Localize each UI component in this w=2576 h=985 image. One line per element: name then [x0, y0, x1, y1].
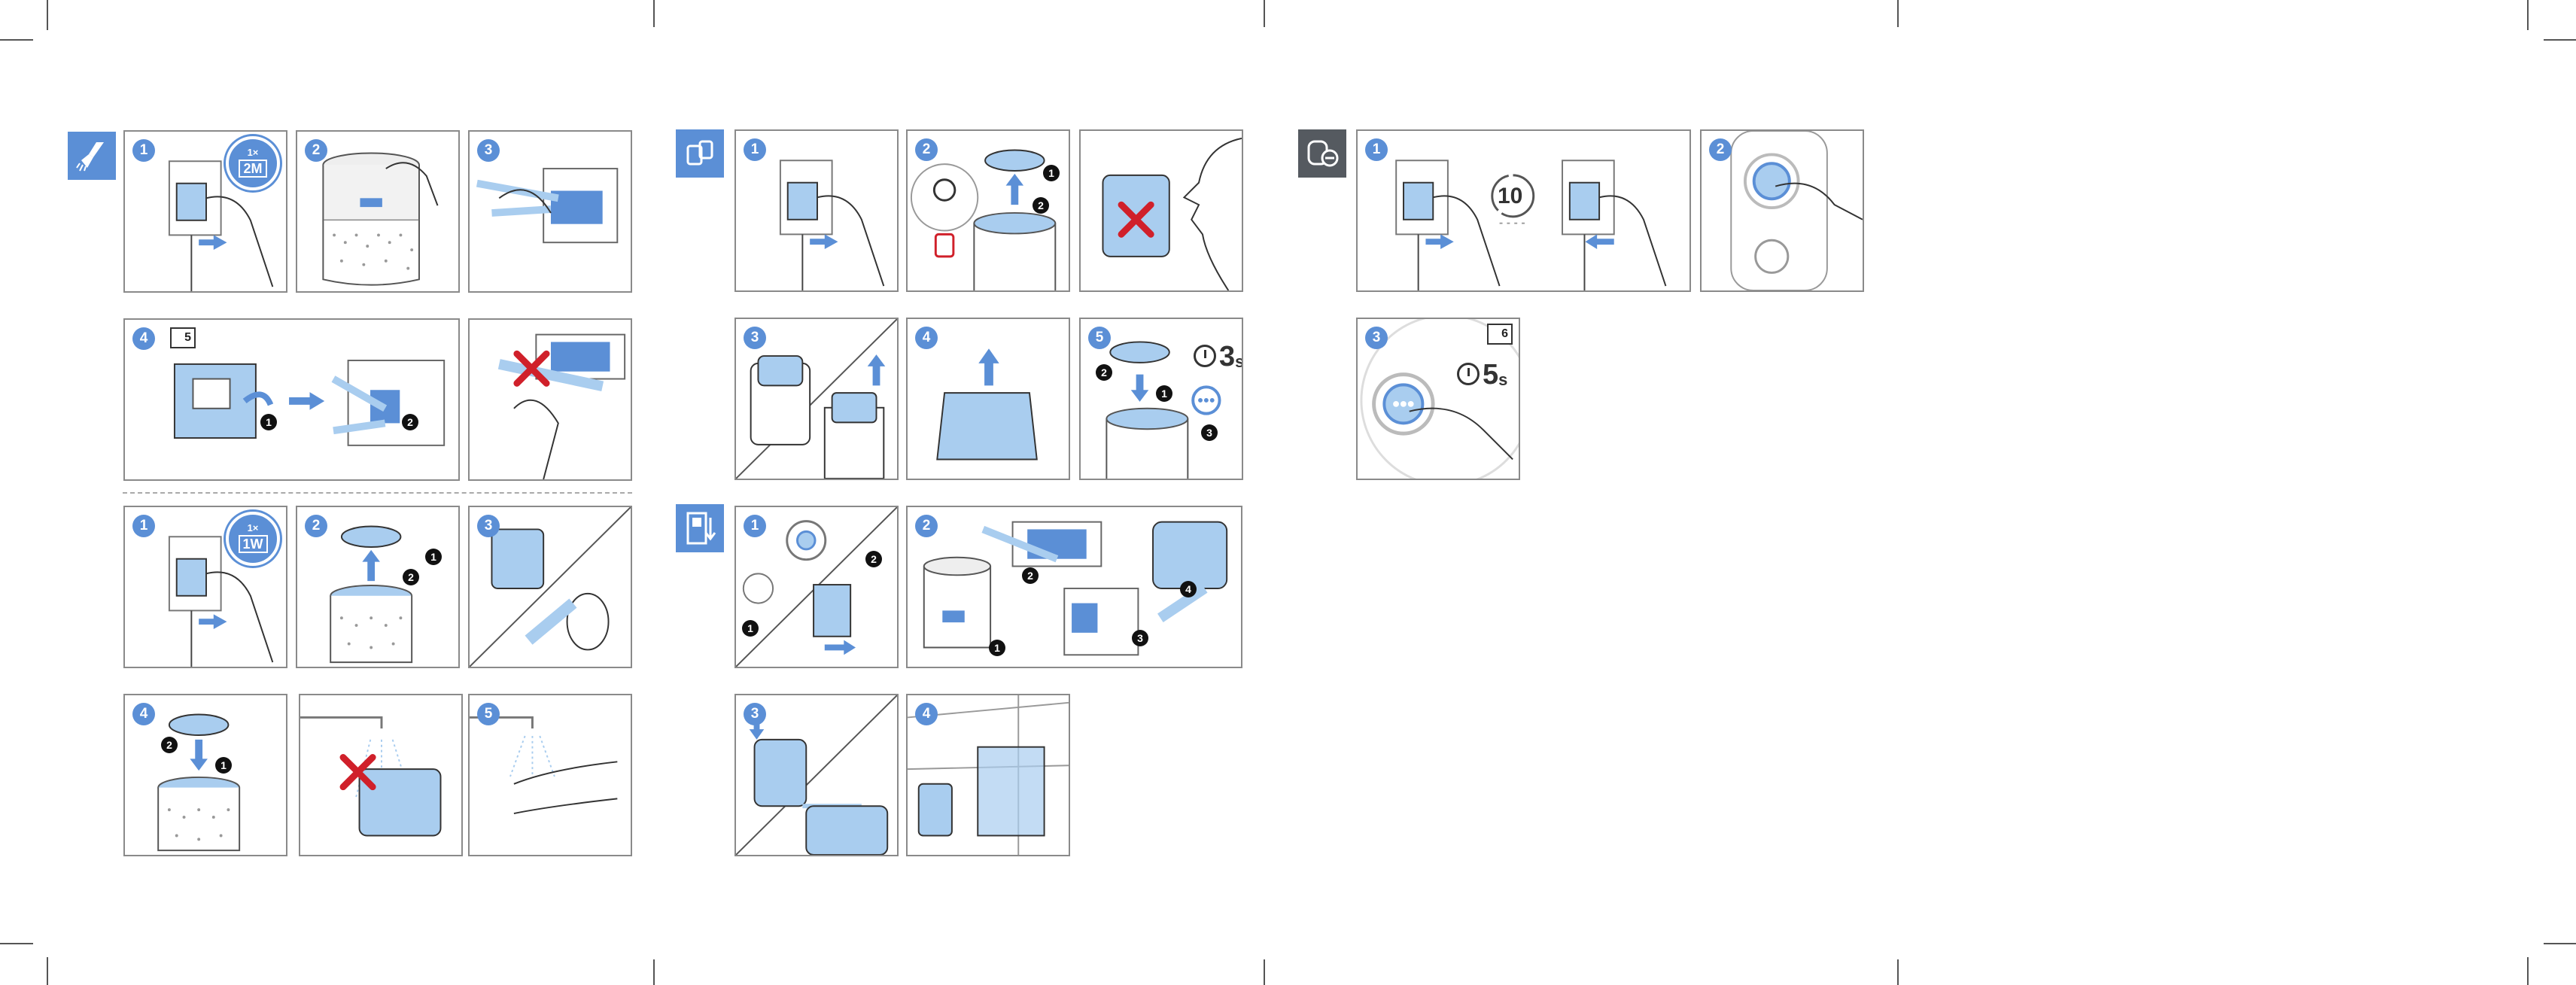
- step-number: 2: [1709, 138, 1732, 161]
- storage-step-3-seal: 3: [734, 694, 899, 856]
- filter-warning-do-not-smell: [1079, 129, 1243, 292]
- step-number: 4: [915, 327, 938, 349]
- reset-step-1-replug: 1 10: [1356, 129, 1691, 292]
- step-number: 1: [1365, 138, 1388, 161]
- marker: 1: [742, 620, 759, 637]
- marker: 1: [1043, 165, 1060, 181]
- storage-icon: [676, 504, 724, 552]
- step-number: 3: [1365, 327, 1388, 349]
- clean-step-2-wipe-top: 2: [296, 130, 460, 293]
- countdown-10: 10: [1498, 184, 1522, 209]
- step-number: 4: [132, 327, 155, 350]
- crop-mark: [653, 0, 655, 27]
- clean-step-4-brush-cover: 4 5 1 2: [123, 318, 460, 481]
- crop-mark: [2527, 957, 2529, 985]
- marker: 2: [402, 414, 418, 430]
- crop-mark: [1897, 959, 1899, 985]
- step-number: 5: [1088, 327, 1111, 349]
- step-number: 2: [915, 138, 938, 161]
- storage-step-2-clean: 2 2 1 3 4: [906, 506, 1242, 668]
- crop-mark: [2544, 39, 2576, 41]
- step-number: 1: [744, 138, 766, 161]
- filter-step-3-new-filter: 3: [734, 318, 899, 480]
- reset-step-2-press-button: 2: [1700, 129, 1864, 292]
- marker: 3: [1132, 630, 1148, 646]
- prefilter-step-2-remove-cover: 2 1 2: [296, 506, 460, 668]
- manual-reference-icon: 6: [1487, 324, 1513, 345]
- marker: 1: [1156, 385, 1172, 402]
- crop-mark: [653, 959, 655, 985]
- filter-reset-icon: [1298, 129, 1346, 178]
- crop-mark: [1264, 0, 1265, 27]
- step-number: 3: [477, 515, 500, 537]
- clean-step-1-unplug: 1 1× 2M: [123, 130, 287, 293]
- filter-replace-icon: [676, 129, 724, 178]
- marker: 1: [425, 549, 442, 565]
- marker: 4: [1180, 581, 1197, 597]
- marker: 2: [403, 569, 419, 585]
- marker: 3: [1201, 424, 1218, 441]
- marker: 1: [215, 757, 232, 774]
- crop-mark: [2544, 943, 2576, 944]
- filter-step-1-unplug: 1: [734, 129, 899, 292]
- marker: 2: [1096, 364, 1112, 381]
- filter-step-4-unwrap: 4: [906, 318, 1070, 480]
- prefilter-step-3-vacuum: 3: [468, 506, 632, 668]
- warning-no-water-filter: [299, 694, 463, 856]
- storage-step-1-switch-off: 1 2 1: [734, 506, 899, 668]
- prefilter-step-1-unplug: 1 1× 1W: [123, 506, 287, 668]
- crop-mark: [1264, 959, 1265, 985]
- step-number: 4: [915, 703, 938, 725]
- storage-step-4-store: 4: [906, 694, 1070, 856]
- crop-mark: [47, 0, 48, 30]
- step-number: 5: [477, 703, 500, 725]
- manual-reference-icon: 5: [170, 327, 196, 348]
- step-number: 1: [132, 139, 155, 162]
- brush-icon: [68, 132, 116, 180]
- marker: 1: [989, 640, 1005, 656]
- prefilter-step-5-wash-hands: 5: [468, 694, 632, 856]
- crop-mark: [0, 943, 33, 944]
- section-divider: [123, 492, 632, 494]
- clean-step-3-clean-sensor: 3: [468, 130, 632, 293]
- step-number: 4: [132, 703, 155, 725]
- step-number: 3: [477, 139, 500, 162]
- reset-step-3-hold-reset: 3 6 5 s: [1356, 318, 1520, 480]
- timer-3-seconds: 3 s: [1194, 342, 1243, 372]
- step-number: 3: [744, 703, 766, 725]
- marker: 2: [1033, 197, 1049, 214]
- stopwatch-icon: [1457, 363, 1480, 385]
- step-number: 2: [915, 515, 938, 537]
- crop-mark: [0, 39, 33, 41]
- clean-warning-no-tool: [468, 318, 632, 481]
- step-number: 3: [744, 327, 766, 349]
- filter-step-2-remove-cover: 2 1 2: [906, 129, 1070, 292]
- marker: 2: [161, 737, 178, 753]
- crop-mark: [47, 957, 48, 985]
- filter-step-5-reset: 5 3 s 2 1 3: [1079, 318, 1243, 480]
- interval-1-week-icon: 1× 1W: [226, 512, 280, 566]
- timer-5-seconds: 5 s: [1457, 360, 1507, 390]
- crop-mark: [1897, 0, 1899, 27]
- step-number: 2: [305, 139, 327, 162]
- interval-2-months-icon: 1× 2M: [226, 136, 280, 190]
- step-number: 1: [132, 515, 155, 537]
- step-number: 2: [305, 515, 327, 537]
- marker: 1: [260, 414, 277, 430]
- marker: 2: [1022, 567, 1039, 584]
- stopwatch-icon: [1194, 345, 1216, 367]
- crop-mark: [2527, 0, 2529, 30]
- marker: 2: [865, 551, 882, 567]
- prefilter-step-4-reattach: 4 2 1: [123, 694, 287, 856]
- step-number: 1: [744, 515, 766, 537]
